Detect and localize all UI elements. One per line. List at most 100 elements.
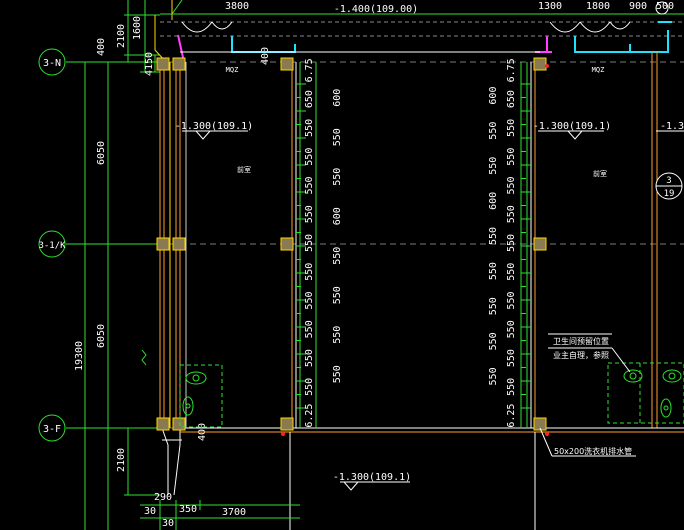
wall-label-left: MQZ [226, 66, 239, 74]
fixture-left [179, 364, 223, 428]
bottom-dim-30-a: 30 [144, 506, 156, 517]
bottom-dimensions [140, 500, 300, 530]
spacing-right-inner-2: 550 [506, 119, 517, 137]
dim-400-top: 400 [260, 47, 271, 65]
svg-text:3: 3 [666, 176, 671, 186]
spacing-left-inner-4: 550 [304, 176, 315, 194]
spacing-left-outer-3: 600 [332, 207, 343, 225]
spacing-right-outer-8: 550 [488, 367, 499, 385]
column-center-top [280, 57, 294, 71]
dim-6050-lower: 6050 [96, 324, 107, 348]
dim-2100-bottom: 2100 [116, 448, 127, 472]
spacing-right-inner-10: 550 [506, 349, 517, 367]
top-dim-3800: 3800 [225, 1, 249, 12]
spacing-left-inner-3: 550 [304, 148, 315, 166]
spacing-right-outer-5: 550 [488, 262, 499, 280]
dim-19300: 19300 [74, 341, 85, 371]
note-line-2: 业主自理，参照 [553, 350, 609, 360]
column-right-bot [533, 417, 547, 431]
spacing-right-inner-3: 550 [506, 148, 517, 166]
svg-text:-1.300(109.1): -1.300(109.1) [333, 472, 411, 483]
column-left-top-a [156, 57, 170, 71]
spacing-left-outer-0: 600 [332, 89, 343, 107]
spacing-left-inner-2: 550 [304, 119, 315, 137]
top-dim-900: 900 [629, 1, 647, 12]
spacing-right-outer-2: 550 [488, 157, 499, 175]
red-markers [281, 64, 549, 436]
spacing-left-inner-1: 650 [304, 90, 315, 108]
spacing-left-inner-6: 550 [304, 234, 315, 252]
spacing-left-inner-11: 550 [304, 378, 315, 396]
right-side-walls [540, 52, 684, 433]
top-dim-1300: 1300 [538, 1, 562, 12]
wall-label-right: MQZ [592, 66, 605, 74]
spacing-right-inner-7: 550 [506, 263, 517, 281]
left-vertical-dimension-text: 2100 1600 400 4150 6050 6050 19300 2100 … [74, 16, 271, 472]
spacing-right-inner-12: 6.25 [506, 404, 517, 428]
spacing-right-inner-4: 550 [506, 176, 517, 194]
spacing-right-inner-8: 550 [506, 292, 517, 310]
spacing-column-right [520, 62, 536, 428]
axis-label-3-1k: 3-1/K [38, 241, 66, 251]
spacing-text-left-inner: 6.756505505505505505505505505505505506.2… [304, 58, 315, 427]
spacing-left-outer-1: 550 [332, 128, 343, 146]
door-swing-arcs [181, 21, 631, 33]
svg-text:-1.300(109.1): -1.300(109.1) [175, 121, 253, 132]
column-right-mid [533, 237, 547, 251]
column-left-mid-b [172, 237, 186, 251]
magenta-markers [177, 34, 552, 63]
elevation-marker-bottom: -1.300(109.1) [333, 472, 411, 491]
axis-label-3n: 3-N [43, 58, 61, 69]
spacing-right-inner-6: 550 [506, 234, 517, 252]
spacing-left-inner-0: 6.75 [304, 58, 315, 82]
spacing-right-outer-0: 600 [488, 87, 499, 105]
dim-2100-top: 2100 [116, 24, 127, 48]
svg-text:50x200洗衣机排水管: 50x200洗衣机排水管 [554, 446, 632, 456]
top-dimension-strip: 3800 1300 1800 900 500 -1.400(109.00) [154, 0, 684, 63]
spacing-left-inner-5: 550 [304, 205, 315, 223]
top-dim-1800: 1800 [586, 1, 610, 12]
note-line-1: 卫生间预留位置 [553, 336, 609, 346]
spacing-right-inner-5: 550 [506, 205, 517, 223]
axis-bubble-3n [38, 48, 66, 76]
spacing-left-outer-2: 550 [332, 168, 343, 186]
grid-axis-lines [160, 61, 684, 429]
spacing-right-outer-6: 550 [488, 297, 499, 315]
spacing-left-outer-5: 550 [332, 286, 343, 304]
column-left-bot-b [172, 417, 186, 431]
room-name-right: 前室 [593, 169, 607, 178]
spacing-left-outer-4: 550 [332, 247, 343, 265]
column-right-top [533, 57, 547, 71]
spacing-left-outer-7: 550 [332, 365, 343, 383]
top-elevation: -1.400(109.00) [334, 4, 418, 15]
elevation-marker-left: -1.300(109.1) [175, 121, 253, 140]
column-left-bot-a [156, 417, 170, 431]
axis-label-3f: 3-F [43, 424, 61, 435]
spacing-right-inner-9: 550 [506, 320, 517, 338]
bottom-dim-350: 350 [179, 504, 197, 515]
svg-text:19: 19 [664, 189, 675, 199]
dim-1600: 1600 [132, 16, 143, 40]
elevation-marker-right-edge: -1.300(109.1) [656, 121, 684, 132]
detail-callout: 3 19 [655, 172, 683, 200]
bottom-dim-290: 290 [154, 492, 172, 503]
dim-6050-upper: 6050 [96, 141, 107, 165]
svg-text:-1.300(109.1): -1.300(109.1) [660, 121, 684, 132]
fixture-right [548, 333, 684, 424]
spacing-right-outer-1: 550 [488, 122, 499, 140]
spacing-right-outer-3: 600 [488, 192, 499, 210]
pipe-note: 50x200洗衣机排水管 [539, 427, 636, 457]
break-symbol [141, 349, 147, 366]
spacing-right-outer-4: 550 [488, 227, 499, 245]
room-name-left: 前室 [237, 165, 251, 174]
dim-4150: 4150 [144, 52, 155, 76]
spacing-right-inner-1: 650 [506, 90, 517, 108]
column-left-mid-a [156, 237, 170, 251]
axis-bubble-3-1k [38, 230, 66, 258]
bottom-dim-30-b: 30 [162, 518, 174, 529]
top-dim-500: 500 [656, 1, 674, 12]
